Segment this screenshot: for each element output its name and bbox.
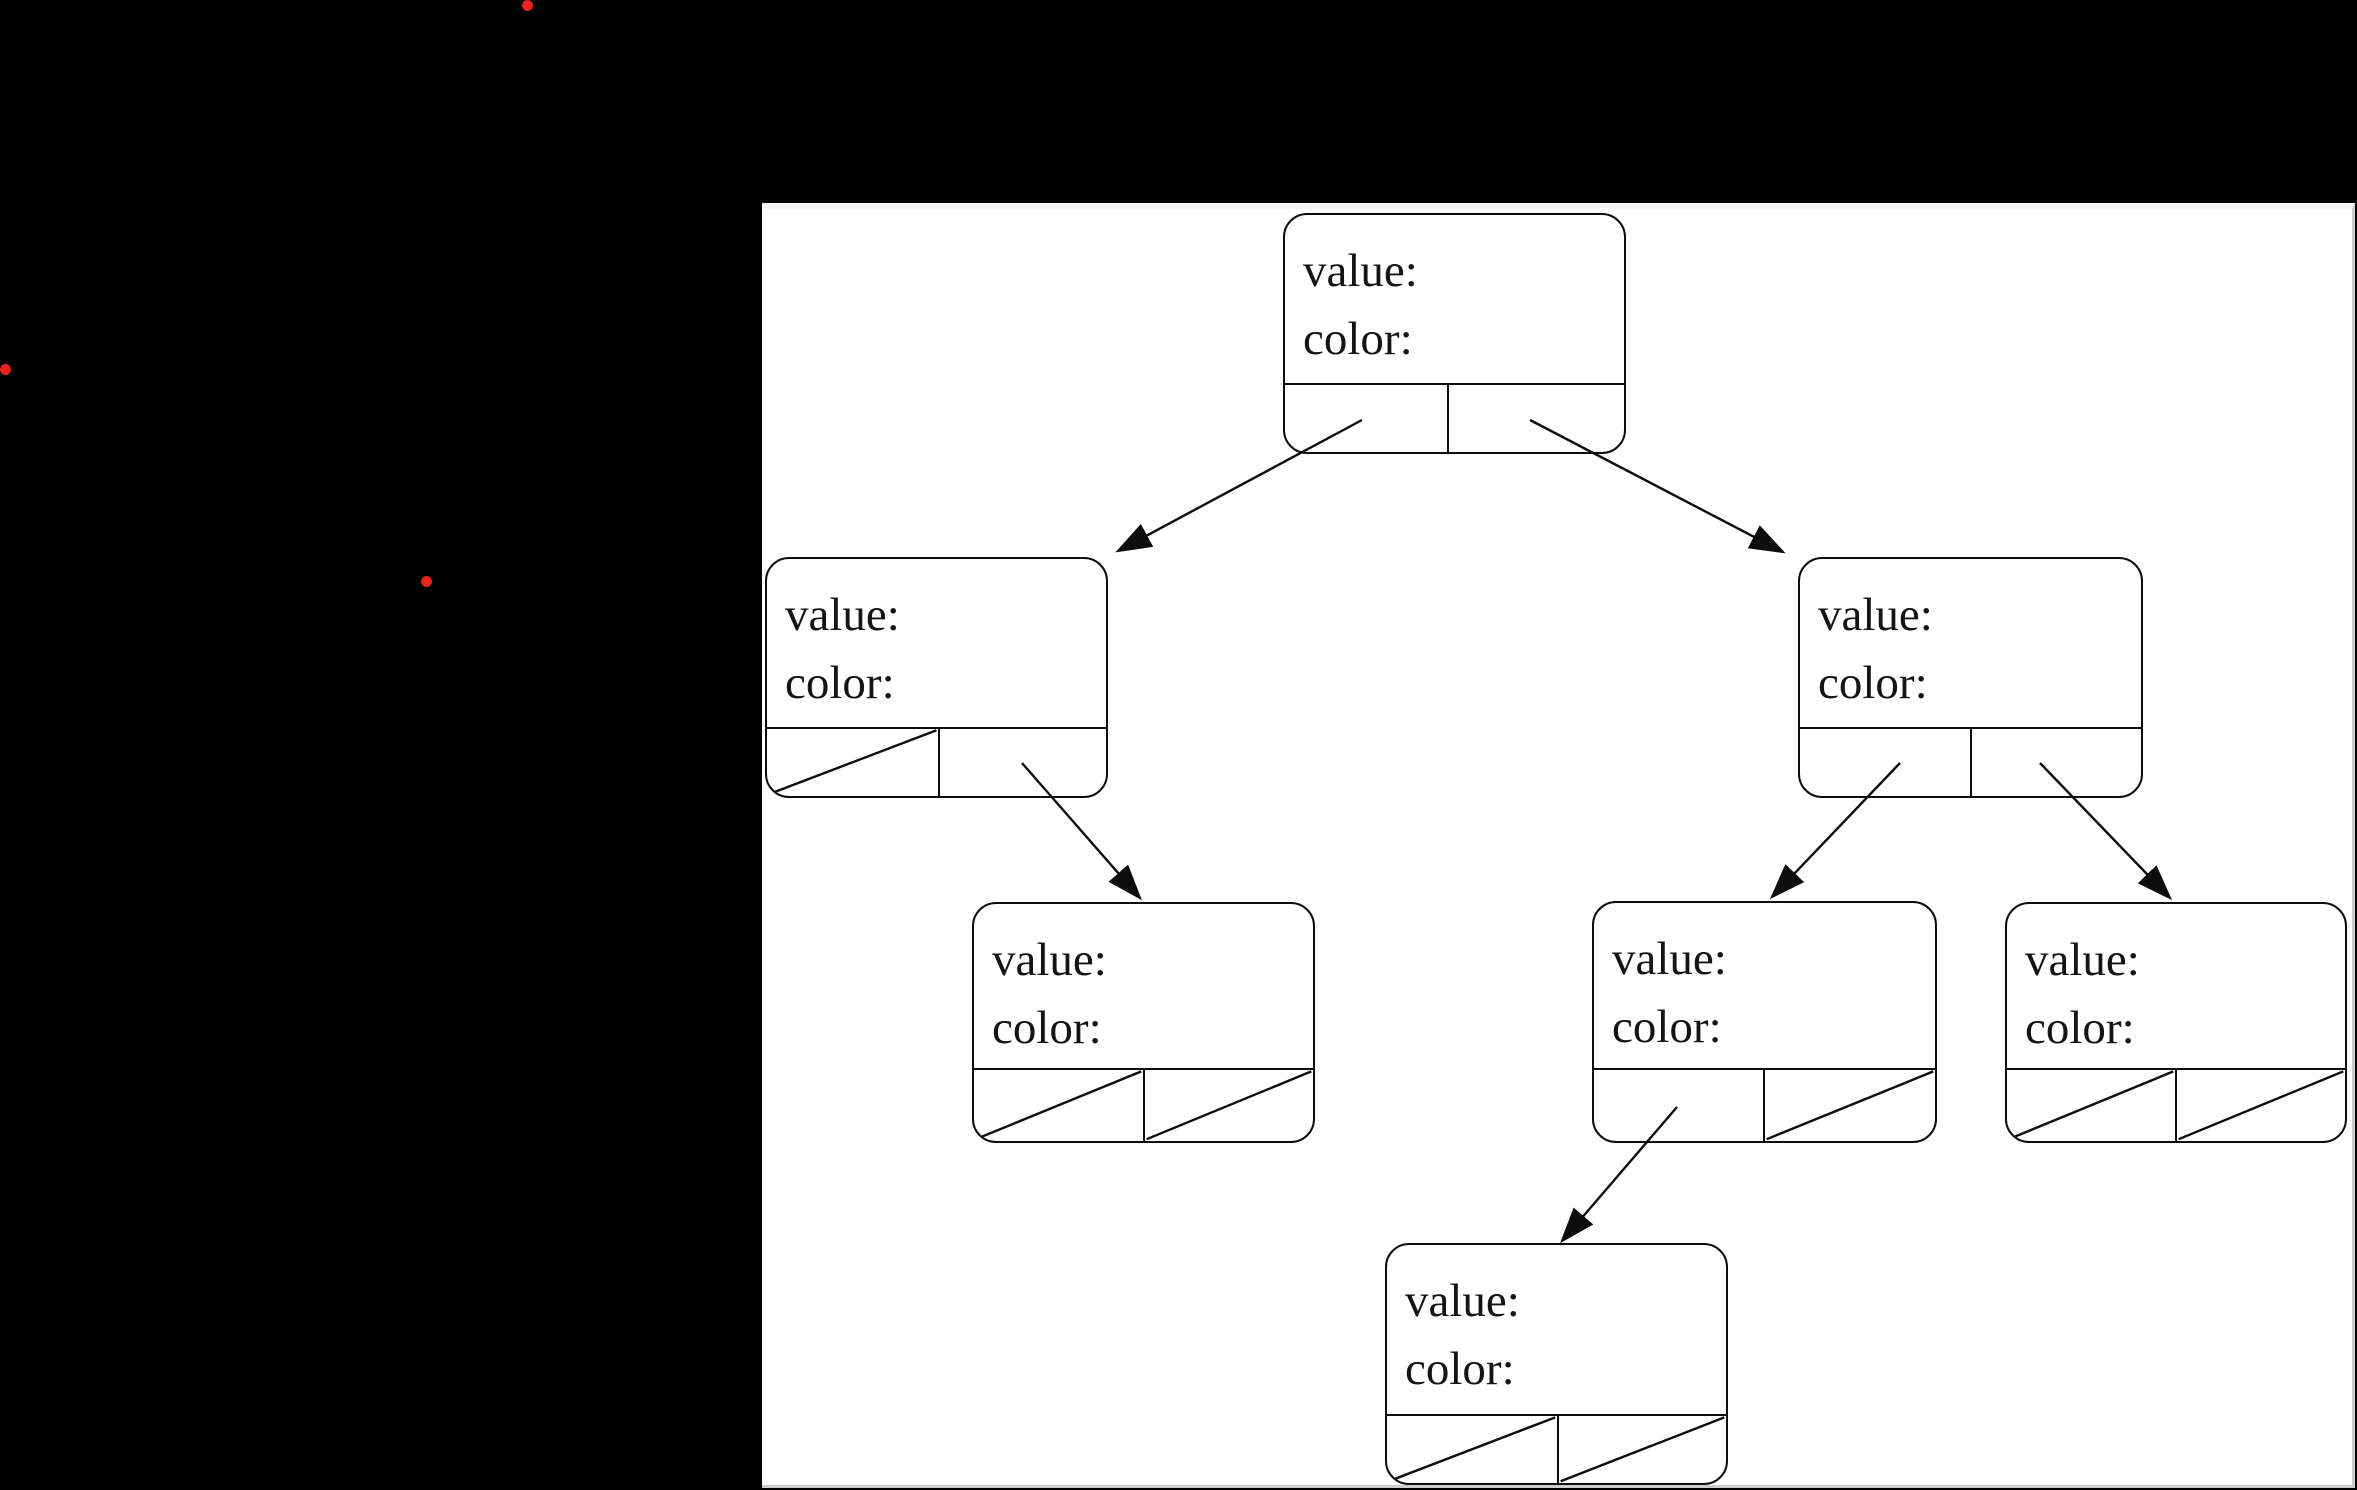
pointer-row bbox=[2007, 1068, 2345, 1141]
right-pointer-cell bbox=[1972, 729, 2141, 796]
node-fields: value: color: bbox=[1800, 559, 2141, 727]
tree-node-LR: value: color: bbox=[972, 902, 1315, 1143]
left-pointer-cell bbox=[1800, 729, 1972, 796]
color-label: color: bbox=[992, 1002, 1102, 1054]
pointer-row bbox=[767, 727, 1106, 796]
null-pointer-slash bbox=[975, 1070, 1142, 1141]
tree-node-RLL: value: color: bbox=[1385, 1243, 1728, 1485]
null-pointer-slash bbox=[1560, 1416, 1725, 1483]
left-pointer-cell bbox=[974, 1070, 1145, 1141]
tree-node-L: value: color: bbox=[765, 557, 1108, 798]
left-pointer-cell bbox=[767, 729, 940, 796]
right-pointer-cell bbox=[1559, 1416, 1726, 1483]
value-label: value: bbox=[1818, 589, 1933, 641]
node-fields: value: color: bbox=[2007, 904, 2345, 1068]
null-pointer-slash bbox=[2178, 1070, 2344, 1141]
node-fields: value: color: bbox=[767, 559, 1106, 727]
value-label: value: bbox=[1405, 1275, 1520, 1327]
color-label: color: bbox=[785, 657, 895, 709]
node-fields: value: color: bbox=[1285, 215, 1624, 383]
node-fields: value: color: bbox=[974, 904, 1313, 1068]
left-pointer-cell bbox=[2007, 1070, 2177, 1141]
tree-node-R: value: color: bbox=[1798, 557, 2143, 798]
color-label: color: bbox=[1303, 313, 1413, 365]
pointer-row bbox=[1594, 1068, 1935, 1141]
null-pointer-slash bbox=[1766, 1070, 1934, 1141]
left-pointer-cell bbox=[1594, 1070, 1765, 1141]
right-pointer-cell bbox=[940, 729, 1106, 796]
right-pointer-cell bbox=[1765, 1070, 1935, 1141]
right-pointer-cell bbox=[1449, 385, 1624, 452]
value-label: value: bbox=[2025, 934, 2140, 986]
left-pointer-cell bbox=[1285, 385, 1449, 452]
value-label: value: bbox=[1612, 933, 1727, 985]
value-label: value: bbox=[992, 934, 1107, 986]
null-pointer-slash bbox=[1388, 1416, 1556, 1483]
color-label: color: bbox=[1612, 1001, 1722, 1053]
null-pointer-slash bbox=[2008, 1070, 2174, 1141]
pointer-row bbox=[974, 1068, 1313, 1141]
node-fields: value: color: bbox=[1387, 1245, 1726, 1414]
tree-node-RL: value: color: bbox=[1592, 901, 1937, 1143]
tree-node-root: value: color: bbox=[1283, 213, 1626, 454]
node-fields: value: color: bbox=[1594, 903, 1935, 1068]
value-label: value: bbox=[785, 589, 900, 641]
pointer-row bbox=[1387, 1414, 1726, 1483]
right-pointer-cell bbox=[1145, 1070, 1313, 1141]
null-pointer-slash bbox=[1146, 1070, 1312, 1141]
pointer-row bbox=[1285, 383, 1624, 452]
tree-node-RR: value: color: bbox=[2005, 902, 2347, 1143]
right-pointer-cell bbox=[2177, 1070, 2345, 1141]
value-label: value: bbox=[1303, 245, 1418, 297]
red-dot bbox=[0, 363, 11, 375]
pointer-row bbox=[1800, 727, 2141, 796]
red-dot bbox=[420, 575, 432, 587]
left-pointer-cell bbox=[1387, 1416, 1559, 1483]
color-label: color: bbox=[2025, 1002, 2135, 1054]
color-label: color: bbox=[1405, 1343, 1515, 1395]
null-pointer-slash bbox=[768, 729, 937, 796]
red-dot bbox=[521, 0, 533, 11]
color-label: color: bbox=[1818, 657, 1928, 709]
